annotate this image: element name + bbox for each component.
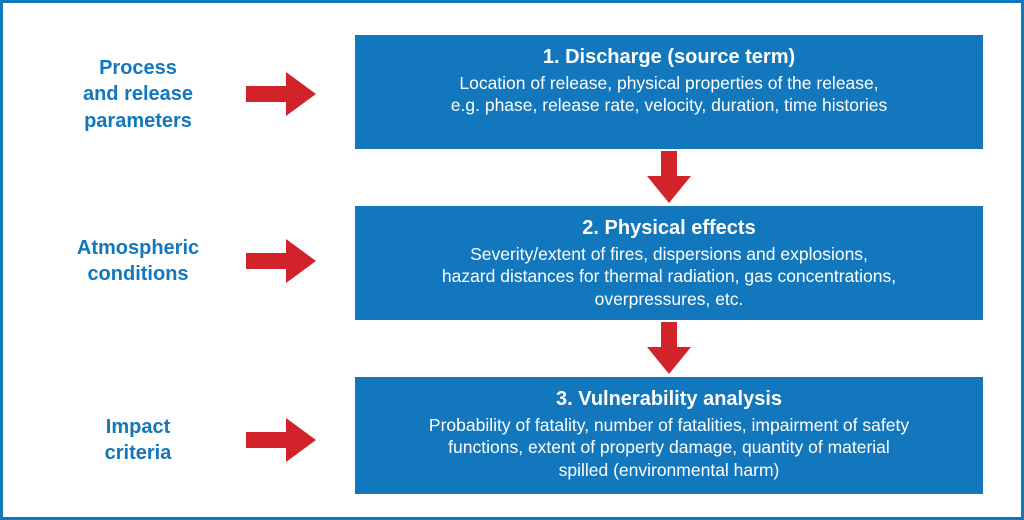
arrow-right-icon-3 [246, 418, 316, 462]
side-label-atmospheric-conditions: Atmospheric conditions [76, 237, 200, 286]
box-title: 3. Vulnerability analysis [555, 388, 783, 410]
box-body: Severity/extent of fires, dispersions an… [441, 244, 897, 309]
arrow-right-icon-1 [246, 72, 316, 116]
arrow-down-shape [647, 322, 691, 374]
box-title: 2. Physical effects [582, 217, 756, 239]
arrow-right-shape [246, 239, 316, 283]
arrow-right-icon-2 [246, 239, 316, 283]
arrow-down-icon-2 [647, 322, 691, 374]
arrow-right-shape [246, 72, 316, 116]
box-body: Location of release, physical properties… [450, 73, 888, 116]
arrow-down-shape [647, 151, 691, 203]
arrow-down-icon-1 [647, 151, 691, 203]
side-label-impact-criteria: Impact criteria [104, 416, 172, 465]
box-vulnerability-analysis: 3. Vulnerability analysis Probability of… [355, 377, 983, 494]
arrow-right-shape [246, 418, 316, 462]
box-body: Probability of fatality, number of fatal… [428, 415, 910, 480]
box-discharge-source-term: 1. Discharge (source term) Location of r… [355, 35, 983, 149]
box-physical-effects: 2. Physical effects Severity/extent of f… [355, 206, 983, 320]
box-title: 1. Discharge (source term) [542, 46, 796, 68]
side-label-process-release-parameters: Process and release parameters [82, 57, 194, 132]
